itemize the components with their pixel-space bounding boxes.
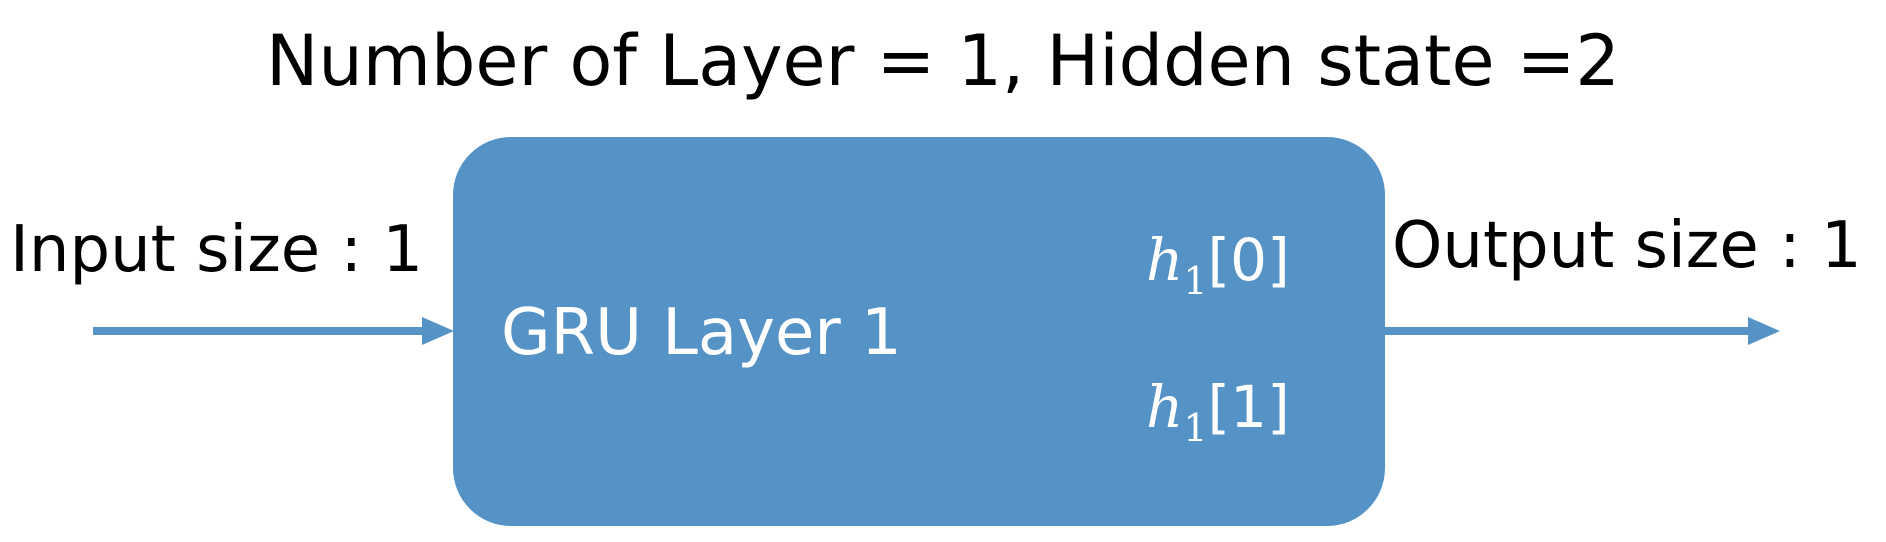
input-arrow-head [422,317,454,345]
hidden-state-subscript: 1 [1183,406,1208,450]
output-size-label: Output size : 1 [1392,209,1862,283]
hidden-state-subscript: 1 [1183,259,1208,303]
input-arrow [93,317,454,345]
output-arrow [1385,317,1780,345]
hidden-state-index: [0] [1207,226,1290,294]
hidden-state-index: [1] [1207,373,1290,441]
gru-layer-label: GRU Layer 1 [501,296,902,370]
hidden-state-1: h1[1] [1146,372,1290,450]
hidden-state-symbol: h [1146,226,1184,294]
hidden-state-0: h1[0] [1146,225,1290,303]
hidden-state-symbol: h [1146,373,1184,441]
input-size-label: Input size : 1 [10,213,424,287]
output-arrow-head [1748,317,1780,345]
gru-layer-box: GRU Layer 1 h1[0] h1[1] [453,137,1385,526]
diagram-title: Number of Layer = 1, Hidden state =2 [266,20,1620,102]
